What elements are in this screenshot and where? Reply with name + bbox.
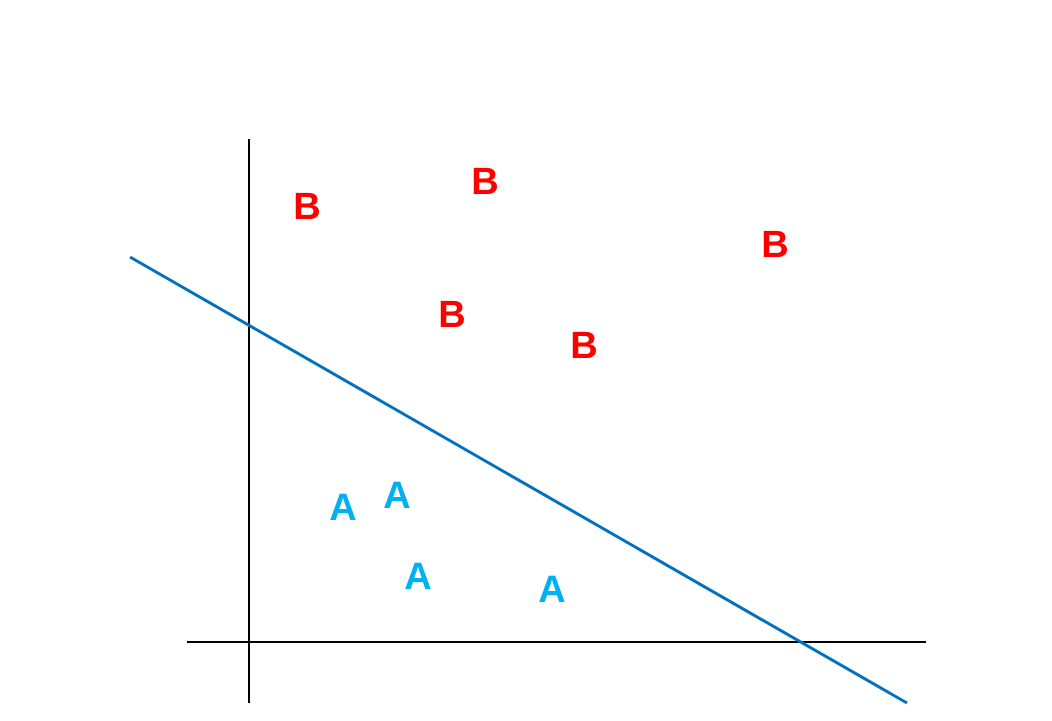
class-a-point: A [329,487,356,529]
class-b-point: B [570,325,597,367]
class-b-point: B [761,224,788,266]
decision-boundary-line [129,255,908,705]
class-b-point: B [293,186,320,228]
class-b-point: B [471,161,498,203]
class-a-point: A [404,556,431,598]
class-a-point: A [383,475,410,517]
class-a-point: A [538,569,565,611]
class-b-point: B [438,294,465,336]
